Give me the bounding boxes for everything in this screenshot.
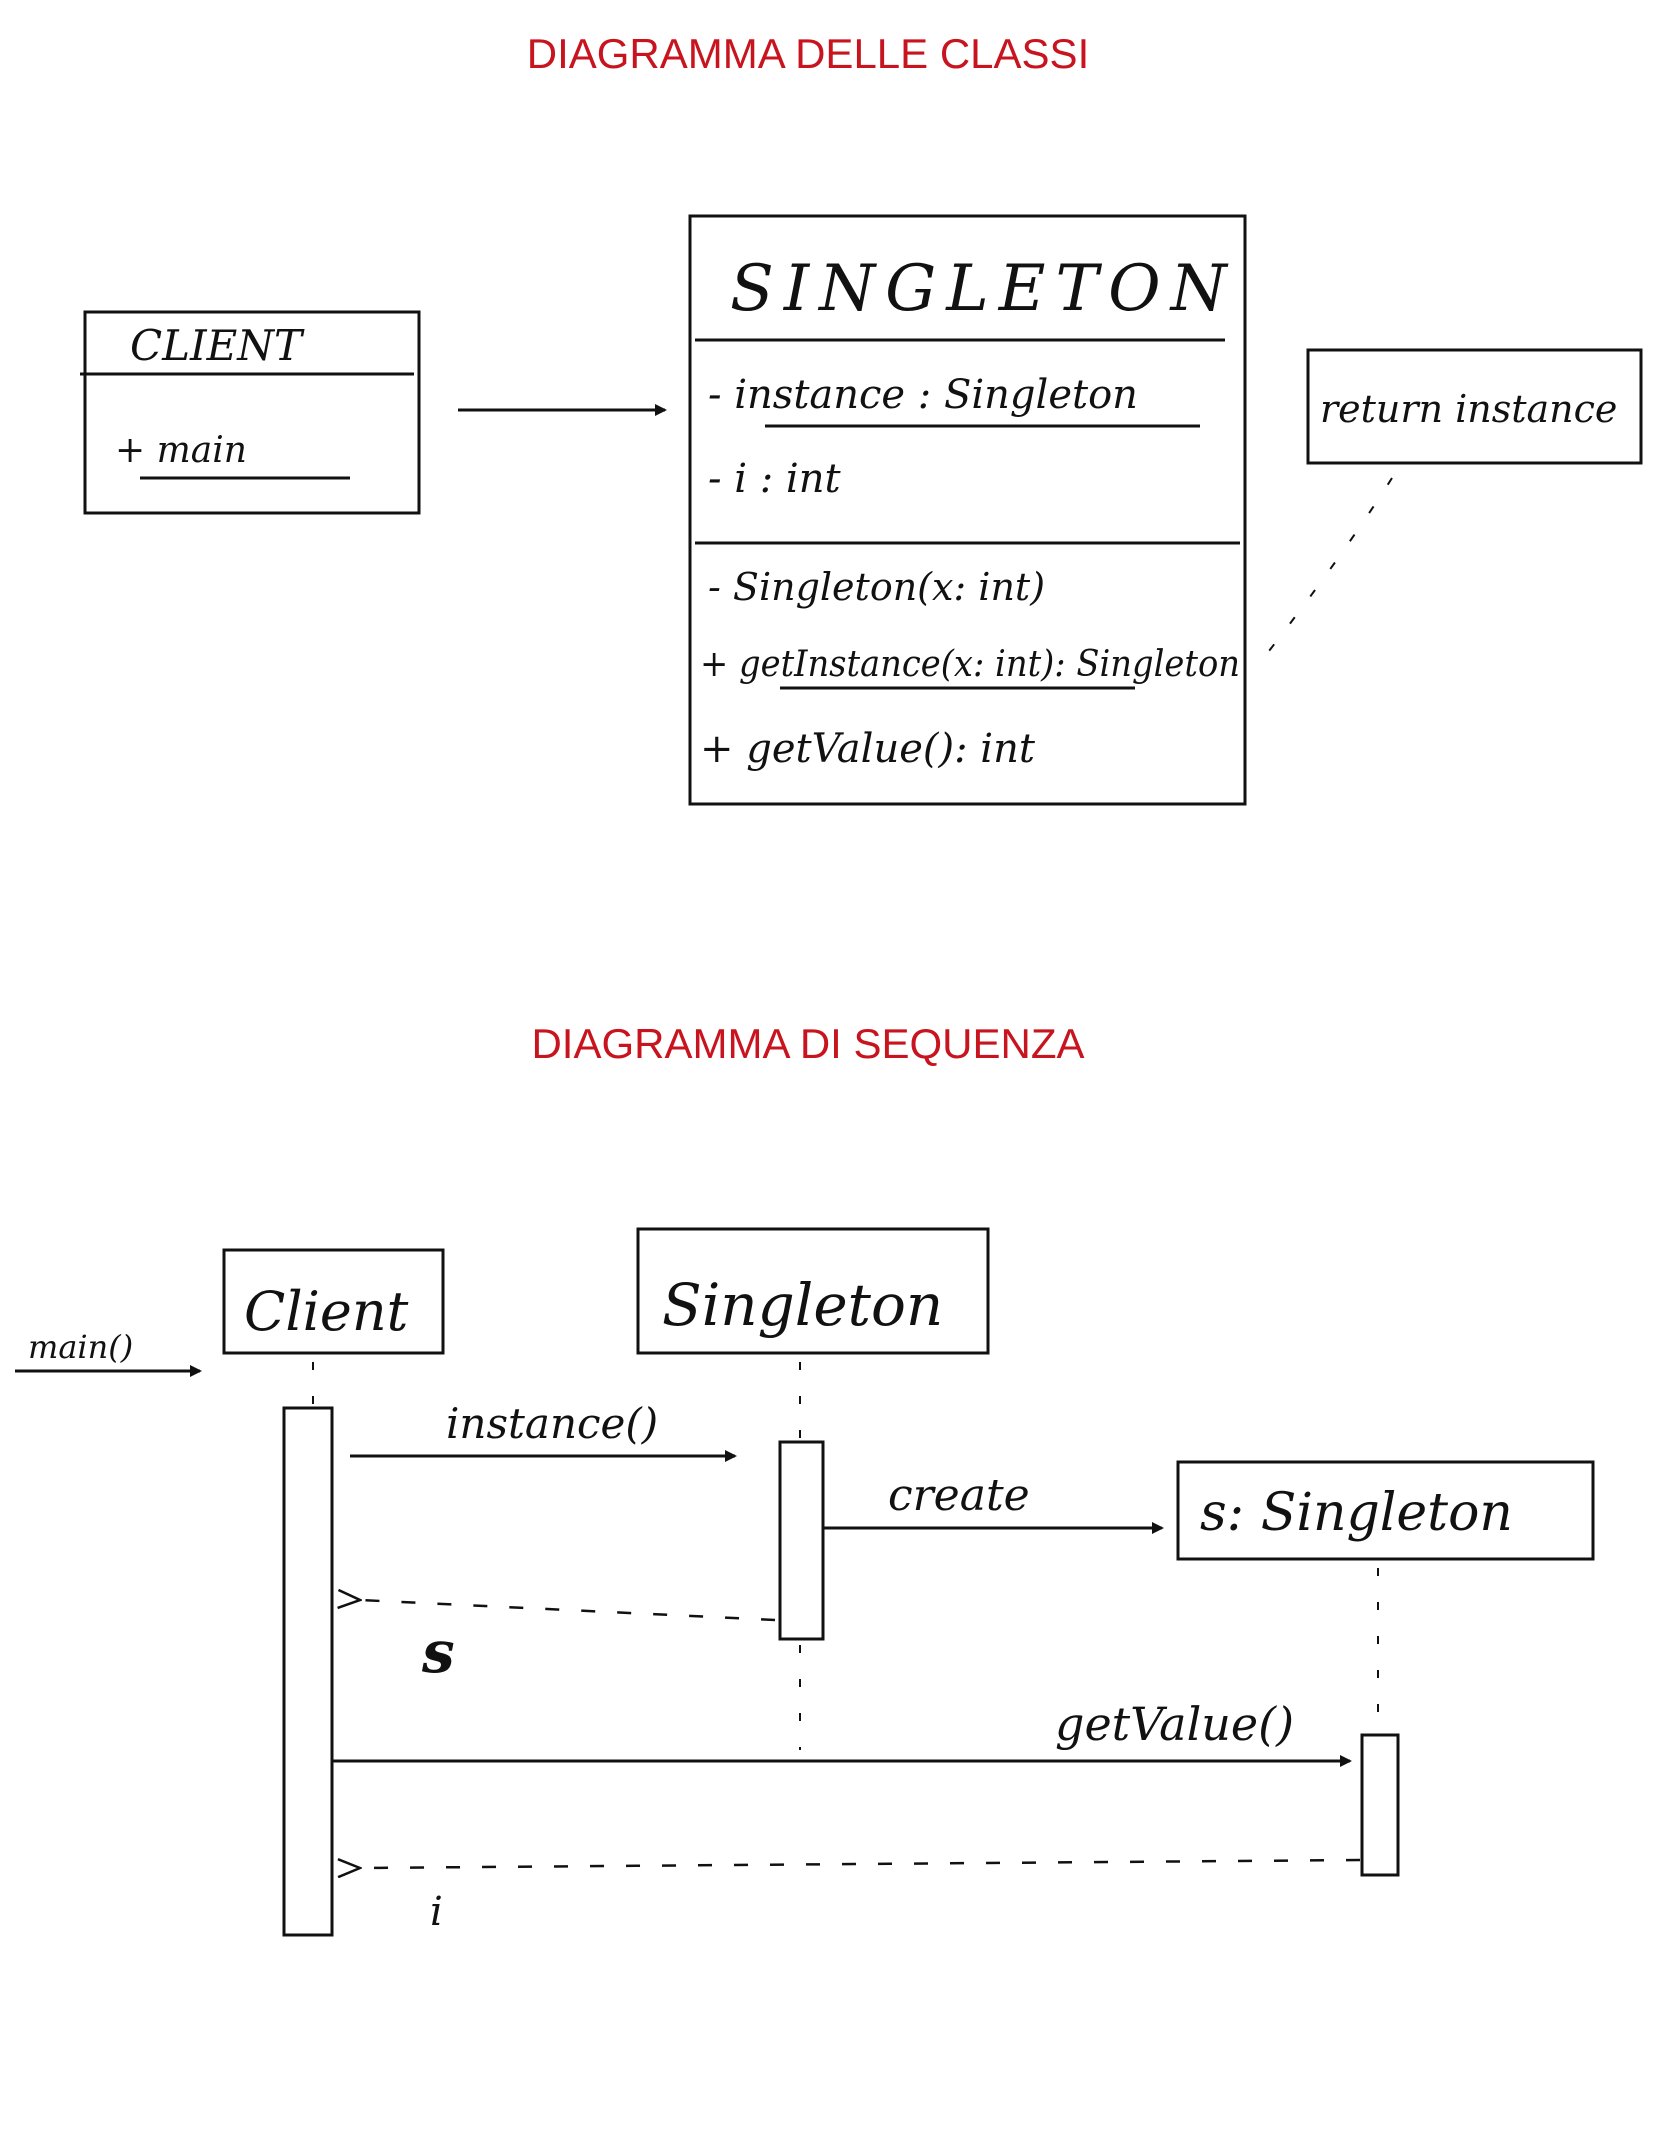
singleton-attr-instance: - instance : Singleton <box>708 372 1138 418</box>
note-text: return instance <box>1320 387 1617 431</box>
singleton-class: SINGLETON - instance : Singleton - i : i… <box>688 214 1247 806</box>
note-connector <box>1261 477 1393 661</box>
participant-instance: s: Singleton <box>1176 1460 1595 1561</box>
participant-singleton-label: Singleton <box>662 1271 943 1339</box>
note-box <box>1306 348 1643 465</box>
participant-instance-label: s: Singleton <box>1200 1483 1513 1543</box>
client-class-name: CLIENT <box>130 321 305 370</box>
activation-client <box>282 1406 334 1937</box>
singleton-class-name: SINGLETON <box>730 252 1237 326</box>
client-method-main: + main <box>115 430 247 471</box>
participant-client-box <box>222 1248 445 1355</box>
message-return-s-label: s <box>421 1618 455 1686</box>
activation-instance <box>1360 1733 1400 1877</box>
message-return-i-label: i <box>430 1889 443 1935</box>
singleton-method-getinstance: + getInstance(x: int): Singleton <box>700 644 1240 685</box>
message-return-s-arrow <box>360 1600 776 1622</box>
participant-client: Client <box>222 1248 445 1355</box>
message-return-i-arrow <box>360 1860 1361 1868</box>
singleton-method-constructor: - Singleton(x: int) <box>708 565 1045 609</box>
singleton-attr-i: - i : int <box>708 456 841 502</box>
message-main-label: main() <box>28 1328 133 1366</box>
participant-singleton: Singleton <box>636 1227 990 1355</box>
message-create-label: create <box>888 1470 1030 1521</box>
participant-client-label: Client <box>244 1280 409 1343</box>
sequence-diagram-title: DIAGRAMMA DI SEQUENZA <box>531 1020 1084 1067</box>
return-instance-note: return instance <box>1261 348 1643 661</box>
activation-singleton <box>778 1440 825 1641</box>
client-class-box <box>83 310 421 515</box>
message-instance-label: instance() <box>446 1399 658 1448</box>
participant-singleton-box <box>636 1227 990 1355</box>
message-getvalue-label: getValue() <box>1055 1697 1294 1751</box>
class-diagram-title: DIAGRAMMA DELLE CLASSI <box>527 30 1090 77</box>
participant-instance-box <box>1176 1460 1595 1561</box>
singleton-class-box <box>688 214 1247 806</box>
singleton-method-getvalue: + getValue(): int <box>700 726 1036 772</box>
client-class: CLIENT + main <box>80 310 421 515</box>
